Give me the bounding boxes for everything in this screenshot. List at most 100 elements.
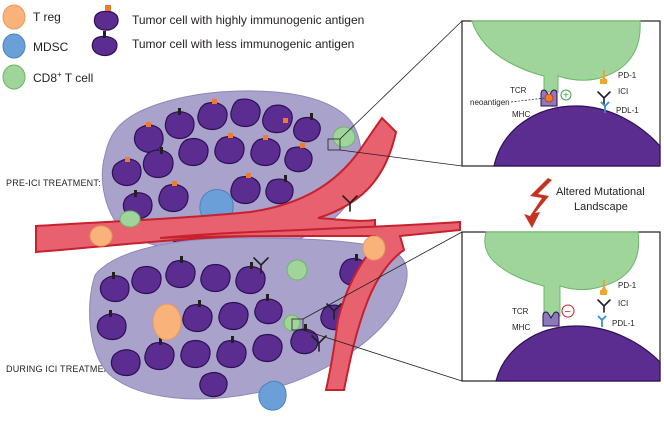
legend-cd8-label: CD8+ T cell bbox=[33, 70, 93, 85]
inset-top-pd1-tip bbox=[600, 79, 607, 84]
neoantigen-pointer bbox=[510, 97, 546, 103]
inset-bottom-pdl1-label: PDL-1 bbox=[612, 319, 635, 328]
zoom-connectors bbox=[291, 20, 463, 382]
tumor-cell bbox=[165, 260, 196, 289]
during-ici-tumor-mass bbox=[89, 237, 408, 411]
inset-bottom-ici-label: ICI bbox=[618, 299, 628, 308]
during-ici-label: DURING ICI TREATMENT: bbox=[6, 364, 118, 374]
zoom-line bbox=[302, 329, 463, 382]
zoom-line bbox=[339, 149, 463, 167]
ici-antibody-icon bbox=[342, 195, 358, 212]
pre-ici-tumor-mass bbox=[101, 90, 362, 253]
inset-top-pd1-label: PD-1 bbox=[618, 71, 637, 80]
cd8-t-cell bbox=[119, 210, 141, 228]
tumor-cell bbox=[250, 138, 281, 167]
tumor-cell bbox=[290, 328, 319, 355]
tumor-cell bbox=[230, 98, 261, 128]
tumor-cell bbox=[178, 138, 209, 167]
zoom-box-bottom bbox=[291, 318, 304, 331]
low-antigen-marker bbox=[112, 272, 115, 279]
antigen-marker bbox=[125, 157, 130, 162]
inset-top-pdl1-label: PDL-1 bbox=[616, 106, 639, 115]
inset-top-tcr-label: TCR bbox=[510, 86, 527, 95]
tumor-cell bbox=[131, 266, 162, 295]
tumor-cell bbox=[235, 266, 266, 295]
inset-bottom-mhc bbox=[542, 311, 560, 327]
inset-bottom-mhc-label: MHC bbox=[512, 323, 530, 332]
tumor-cell bbox=[164, 111, 195, 140]
tumor-cell bbox=[214, 136, 245, 165]
center-label-line2: Landscape bbox=[574, 201, 628, 213]
antigen-marker bbox=[283, 118, 288, 123]
tumor-cell bbox=[96, 313, 127, 341]
antigen-marker bbox=[172, 181, 177, 186]
low-antigen-markers-top bbox=[134, 108, 313, 197]
low-antigen-marker bbox=[284, 175, 287, 182]
tumor-cell bbox=[110, 349, 141, 377]
legend-cd8-swatch bbox=[2, 64, 26, 90]
cd8-t-cell bbox=[332, 126, 356, 148]
inset-bottom-tcr-label: TCR bbox=[512, 307, 529, 316]
low-antigen-marker bbox=[355, 254, 358, 261]
antigen-marker bbox=[263, 135, 268, 140]
pre-ici-label: PRE-ICI TREATMENT: bbox=[6, 178, 101, 188]
low-antigen-marker bbox=[134, 190, 137, 197]
zoom-line bbox=[339, 20, 463, 140]
legend-tumor-high-label: Tumor cell with highly immunogenic antig… bbox=[132, 13, 364, 27]
low-antigen-marker bbox=[198, 300, 201, 307]
legend-low-antigen-marker bbox=[103, 31, 106, 38]
tumor-cell bbox=[218, 302, 249, 331]
tumor-cell bbox=[216, 340, 247, 369]
tumor-cell bbox=[111, 158, 142, 187]
blood-vessel-bottom bbox=[159, 220, 461, 391]
legend-tumor-low-label: Tumor cell with less immunogenic antigen bbox=[132, 37, 354, 51]
ici-antibody-icon bbox=[253, 257, 269, 274]
inset-top-ici-label: ICI bbox=[618, 87, 628, 96]
mdsc-cell bbox=[258, 380, 287, 411]
zoom-line bbox=[302, 231, 463, 320]
low-antigen-markers-bottom bbox=[109, 254, 358, 345]
lightning-arrow-icon bbox=[524, 178, 552, 228]
ici-antibodies bbox=[253, 195, 358, 352]
low-antigen-marker bbox=[231, 336, 234, 343]
tumor-cell bbox=[200, 264, 231, 293]
tumor-cell bbox=[265, 178, 294, 205]
tumor-cell bbox=[144, 342, 175, 371]
inset-bottom-ici-icon bbox=[597, 299, 611, 313]
antigen-marker bbox=[300, 143, 305, 148]
low-antigen-marker bbox=[160, 147, 163, 154]
inset-bottom-pd1-tip bbox=[600, 290, 607, 295]
inset-bottom-tumor-cell bbox=[495, 325, 661, 382]
tumor-cells-bottom bbox=[96, 258, 369, 398]
inset-top-neoantigen bbox=[544, 93, 554, 103]
inset-top-sign: + bbox=[563, 91, 569, 102]
tumor-cell bbox=[262, 104, 293, 134]
low-antigen-marker bbox=[310, 113, 313, 120]
legend-treg-label: T reg bbox=[33, 10, 61, 24]
inset-top-mhc-label: MHC bbox=[512, 110, 530, 119]
legend-tumor-low-swatch bbox=[91, 35, 118, 57]
inset-top: + TCR neoantigen MHC PD-1 ICI PDL-1 bbox=[461, 20, 661, 167]
inset-bottom-pd1-label: PD-1 bbox=[618, 281, 637, 290]
inset-bottom-minus-sign-icon bbox=[561, 304, 575, 318]
tumor-cell bbox=[99, 275, 130, 303]
ici-antibody-icon bbox=[326, 303, 342, 320]
low-antigen-marker bbox=[109, 310, 112, 317]
inset-bottom-pdl1 bbox=[597, 315, 607, 327]
tumor-cell bbox=[284, 146, 313, 173]
vessel-body-bottom bbox=[159, 220, 461, 391]
zoom-box-top bbox=[327, 138, 341, 151]
legend-tumor-high-swatch bbox=[93, 10, 119, 31]
center-label-line1: Altered Mutational bbox=[556, 186, 645, 198]
low-antigen-marker bbox=[178, 108, 181, 115]
tumor-cell bbox=[180, 340, 211, 369]
mutational-change: Altered Mutational Landscape bbox=[524, 178, 645, 228]
inset-top-t-cell bbox=[471, 20, 641, 93]
antigen-marker bbox=[246, 173, 251, 178]
tumor-cell bbox=[142, 149, 174, 179]
low-antigen-marker bbox=[180, 256, 183, 263]
antigen-marker bbox=[212, 99, 217, 104]
tumor-cell bbox=[158, 184, 189, 213]
treg-cell bbox=[89, 225, 113, 247]
